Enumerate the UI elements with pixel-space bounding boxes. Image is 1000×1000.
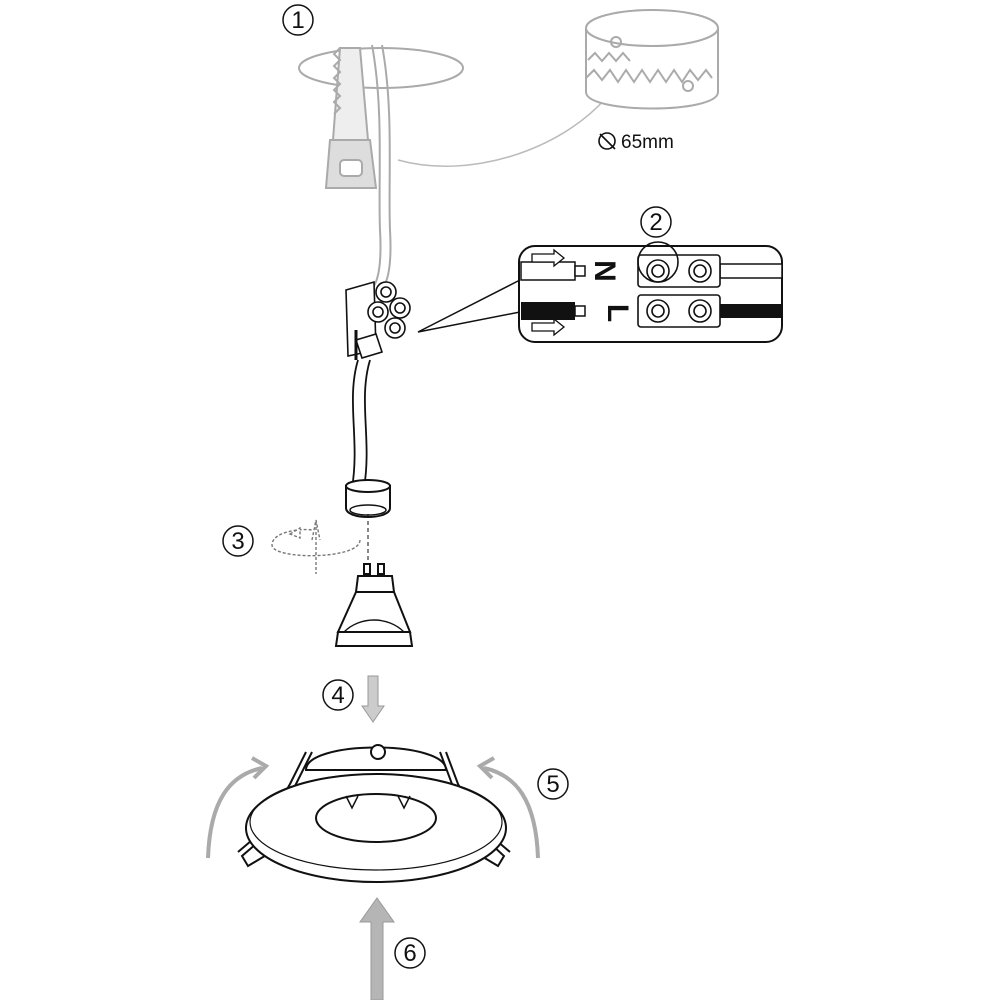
gu10-socket-icon bbox=[345, 479, 391, 518]
step-2-group: 2 N L bbox=[345, 206, 783, 518]
push-up-arrow-icon bbox=[359, 897, 395, 1000]
hole-diameter-label: 65mm bbox=[621, 132, 674, 153]
step-6-marker bbox=[394, 937, 426, 969]
step-3-marker bbox=[222, 525, 254, 557]
step-6-number: 6 bbox=[403, 940, 416, 967]
insert-down-arrow-icon bbox=[361, 675, 385, 723]
ceiling-hole bbox=[298, 47, 464, 89]
wiring-callout bbox=[417, 279, 521, 333]
step-5-group: 5 bbox=[206, 756, 569, 859]
downlight-fitting-icon bbox=[237, 744, 511, 883]
callout-line bbox=[397, 97, 607, 167]
gu10-bulb-icon bbox=[334, 563, 414, 647]
step-4-group: 4 bbox=[322, 675, 385, 723]
step-5-number: 5 bbox=[546, 771, 559, 798]
step-2-number: 2 bbox=[649, 209, 662, 236]
step-4-number: 4 bbox=[331, 682, 344, 709]
live-label: L bbox=[601, 304, 634, 322]
neutral-direction-arrow-icon bbox=[531, 248, 566, 268]
live-direction-arrow-icon bbox=[531, 317, 566, 337]
step-3-group: 3 bbox=[222, 514, 414, 647]
saw-icon bbox=[324, 47, 378, 189]
twist-arrow-icon bbox=[271, 519, 361, 574]
live-terminal-block bbox=[637, 294, 721, 328]
step-5-marker bbox=[537, 768, 569, 800]
lamp-cable bbox=[351, 359, 371, 489]
left-clip-arrow-icon bbox=[206, 766, 263, 859]
supply-cable bbox=[369, 44, 382, 291]
neutral-terminal-block bbox=[637, 241, 721, 288]
step-1-group: 1 65mm bbox=[282, 4, 719, 291]
right-clip-arrow-icon bbox=[483, 766, 540, 859]
step-3-number: 3 bbox=[231, 528, 244, 555]
step-2-marker bbox=[640, 206, 672, 238]
step-6-group: 6 bbox=[359, 897, 426, 1000]
neutral-label: N bbox=[588, 260, 621, 282]
diameter-icon bbox=[598, 132, 616, 150]
step-4-marker bbox=[322, 679, 354, 711]
step-1-marker bbox=[282, 4, 314, 36]
live-wire bbox=[521, 302, 782, 320]
hole-saw-icon bbox=[585, 9, 719, 110]
terminal-connector-icon bbox=[345, 280, 411, 360]
step-1-number: 1 bbox=[291, 7, 304, 34]
